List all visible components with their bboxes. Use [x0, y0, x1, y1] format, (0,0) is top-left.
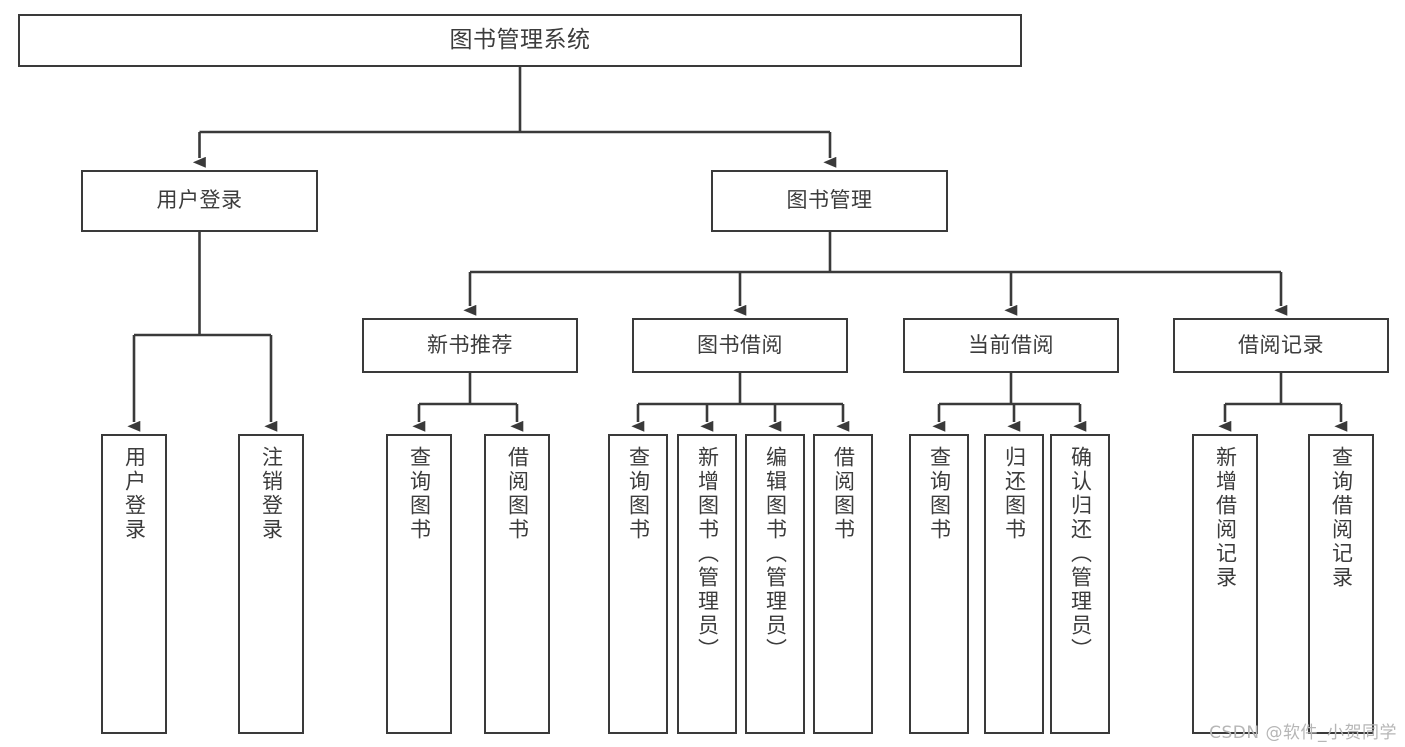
node-leaf-user-logout-label: 注销登录 — [259, 446, 284, 542]
node-leaf-bb-edit[interactable]: 编辑图书（管理员） — [745, 434, 805, 734]
node-leaf-rec-borrow[interactable]: 借阅图书 — [484, 434, 550, 734]
node-leaf-br-query-label: 查询借阅记录 — [1329, 446, 1354, 590]
node-leaf-rec-query[interactable]: 查询图书 — [386, 434, 452, 734]
node-leaf-bb-borrow[interactable]: 借阅图书 — [813, 434, 873, 734]
node-leaf-cb-query-label: 查询图书 — [927, 446, 952, 542]
node-book-manage-label: 图书管理 — [786, 188, 873, 213]
node-leaf-rec-borrow-label: 借阅图书 — [505, 446, 530, 542]
node-leaf-bb-borrow-label: 借阅图书 — [831, 446, 856, 542]
node-leaf-bb-add-label: 新增图书（管理员） — [695, 446, 720, 662]
node-leaf-cb-return-label: 归还图书 — [1002, 446, 1027, 542]
node-leaf-cb-query[interactable]: 查询图书 — [909, 434, 969, 734]
csdn-watermark: CSDN @软件_小贺同学 — [1209, 723, 1397, 743]
node-current-borrow[interactable]: 当前借阅 — [903, 318, 1119, 373]
node-borrow-record[interactable]: 借阅记录 — [1173, 318, 1389, 373]
node-current-borrow-label: 当前借阅 — [968, 332, 1054, 357]
node-book-borrow-label: 图书借阅 — [697, 332, 783, 357]
node-root-label: 图书管理系统 — [449, 26, 591, 53]
node-root[interactable]: 图书管理系统 — [18, 14, 1022, 67]
node-leaf-cb-return[interactable]: 归还图书 — [984, 434, 1044, 734]
node-leaf-bb-add[interactable]: 新增图书（管理员） — [677, 434, 737, 734]
node-new-book-rec[interactable]: 新书推荐 — [362, 318, 578, 373]
node-book-manage[interactable]: 图书管理 — [711, 170, 948, 232]
node-leaf-rec-query-label: 查询图书 — [407, 446, 432, 542]
node-leaf-user-logout[interactable]: 注销登录 — [238, 434, 304, 734]
node-user-login[interactable]: 用户登录 — [81, 170, 318, 232]
node-leaf-user-login[interactable]: 用户登录 — [101, 434, 167, 734]
node-new-book-rec-label: 新书推荐 — [427, 332, 513, 357]
node-leaf-cb-confirm[interactable]: 确认归还（管理员） — [1050, 434, 1110, 734]
node-book-borrow[interactable]: 图书借阅 — [632, 318, 848, 373]
node-leaf-user-login-label: 用户登录 — [122, 446, 147, 542]
node-leaf-bb-query[interactable]: 查询图书 — [608, 434, 668, 734]
node-leaf-bb-query-label: 查询图书 — [626, 446, 651, 542]
node-leaf-br-add-label: 新增借阅记录 — [1213, 446, 1238, 590]
node-user-login-label: 用户登录 — [156, 188, 243, 213]
node-leaf-bb-edit-label: 编辑图书（管理员） — [763, 446, 788, 662]
node-leaf-br-add[interactable]: 新增借阅记录 — [1192, 434, 1258, 734]
node-leaf-br-query[interactable]: 查询借阅记录 — [1308, 434, 1374, 734]
node-leaf-cb-confirm-label: 确认归还（管理员） — [1068, 446, 1093, 662]
node-borrow-record-label: 借阅记录 — [1238, 332, 1324, 357]
